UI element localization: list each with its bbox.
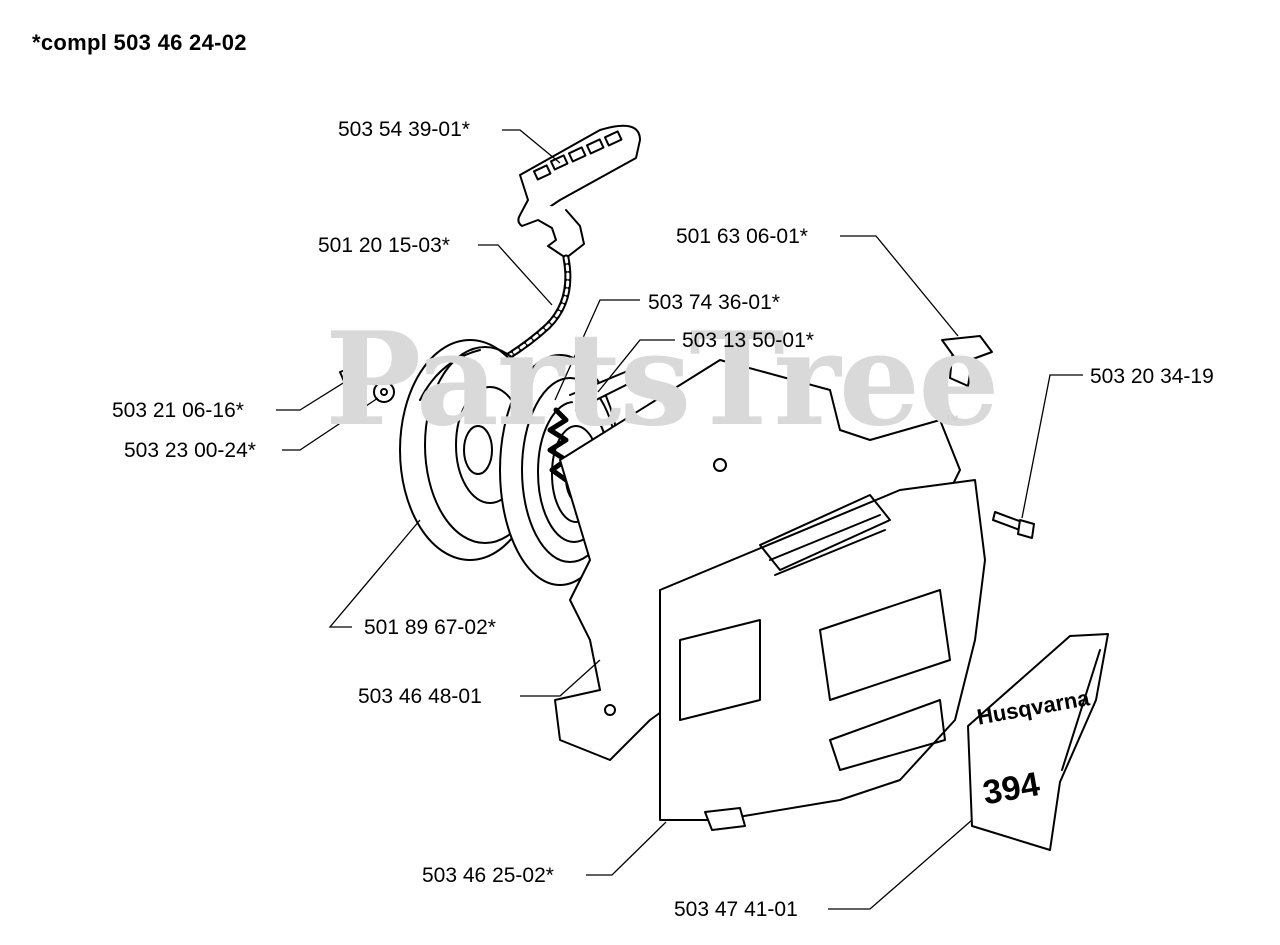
part-label-decal[interactable]: 503 47 41-01 [674,898,798,921]
leader-p8 [282,397,379,451]
starter-handle-drawing [517,124,641,259]
leader-p7 [276,379,349,411]
watermark-trademark: ™ [945,412,959,428]
leader-p2 [478,244,553,306]
leader-p10 [520,659,601,697]
leader-p11 [586,821,667,876]
part-label-grommet[interactable]: 501 63 06-01* [676,225,808,248]
leader-p1 [502,129,561,164]
part-label-pulley[interactable]: 501 89 67-02* [364,616,496,639]
part-label-spring[interactable]: 503 74 36-01* [648,291,780,314]
watermark-logo: PartsTree [325,305,1000,455]
leader-p6 [1021,374,1083,519]
starter-cover-drawing [659,479,986,831]
page-title: *compl 503 46 24-02 [32,30,247,55]
part-label-cover[interactable]: 503 46 25-02* [422,864,554,887]
grommet-drawing [941,335,993,387]
leader-p12 [828,819,973,910]
part-label-screw-right[interactable]: 503 20 34-19 [1090,365,1214,388]
part-label-screw-left[interactable]: 503 21 06-16* [112,399,244,422]
leader-p9 [328,519,421,628]
leader-p5 [840,235,959,337]
leader-p4 [597,339,675,393]
part-label-pawl[interactable]: 503 13 50-01* [682,329,814,352]
decal-drawing [967,633,1109,851]
part-label-rope[interactable]: 501 20 15-03* [318,234,450,257]
screw-right-drawing [992,511,1035,539]
part-label-handle[interactable]: 503 54 39-01* [338,118,470,141]
leader-lines [276,129,1083,910]
leader-p3 [554,299,640,401]
part-label-washer[interactable]: 503 23 00-24* [124,439,256,462]
part-label-frame[interactable]: 503 46 48-01 [358,685,482,708]
